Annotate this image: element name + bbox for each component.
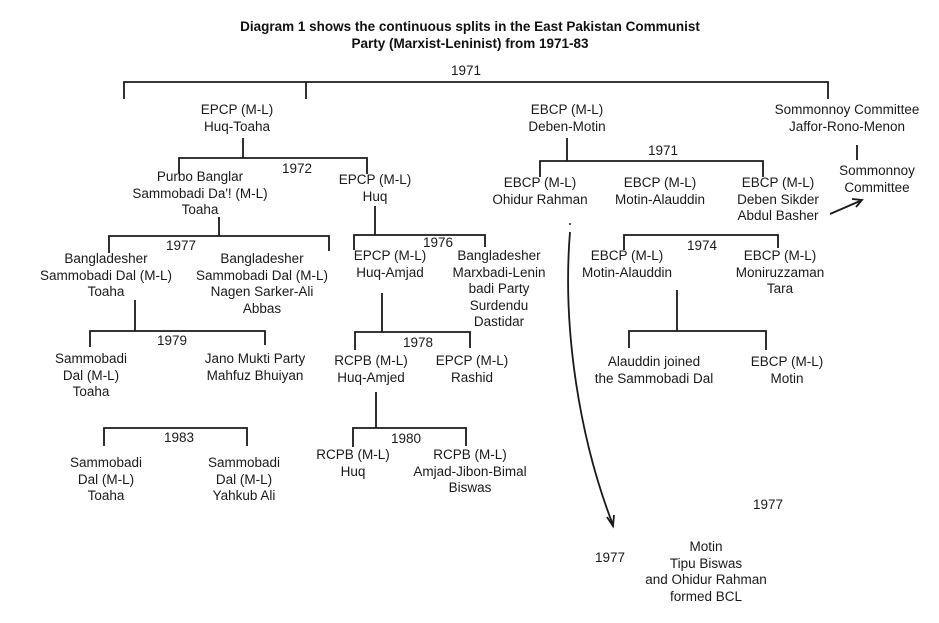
year-1980: 1980 xyxy=(390,431,422,446)
bracket-1972 xyxy=(178,157,368,174)
node-ebcp-motin: EBCP (M-L) Motin xyxy=(750,354,824,386)
node-epcp-huq-amjad: EPCP (M-L) Huq-Amjad xyxy=(353,248,427,280)
year-1977: 1977 xyxy=(165,238,197,253)
sikder-arrowhead xyxy=(851,198,864,208)
node-epcp-huq: EPCP (M-L) Huq xyxy=(338,172,412,204)
diagram-title: Diagram 1 shows the continuous splits in… xyxy=(200,18,740,52)
node-bcl-formed: Motin Tipu Biswas and Ohidur Rahman form… xyxy=(645,539,767,604)
bracket-1974 xyxy=(623,234,779,250)
year-1972: 1972 xyxy=(281,161,313,176)
node-ebcp-moniruzzaman: EBCP (M-L) Moniruzzaman Tara xyxy=(735,248,825,296)
year-1974: 1974 xyxy=(686,238,718,253)
node-sommonnoy-jaffor: Sommonnoy Committee Jaffor-Rono-Menon xyxy=(774,102,920,134)
node-rcpb-huq-amjed: RCPB (M-L) Huq-Amjed xyxy=(334,353,408,385)
root-bracket xyxy=(123,81,829,99)
node-purbo-banglar: Purbo Banglar Sammobadi Da'! (M-L) Toaha xyxy=(132,169,268,217)
node-bd-marxbadi: Bangladesher Marxbadi-Lenin badi Party S… xyxy=(452,248,546,329)
node-rcpb-huq: RCPB (M-L) Huq xyxy=(316,447,390,479)
title-line-2: Party (Marxist-Leninist) from 1971-83 xyxy=(351,36,589,51)
node-ebcp-deben-motin: EBCP (M-L) Deben-Motin xyxy=(528,102,606,134)
bracket-1980 xyxy=(352,427,467,447)
year-1978: 1978 xyxy=(402,335,434,350)
node-bd-sammobadi-toaha: Bangladesher Sammobadi Dal (M-L) Toaha xyxy=(39,251,173,299)
node-alauddin-joined: Alauddin joined the Sammobadi Dal xyxy=(594,354,714,386)
node-sammobadi-toaha-1979: Sammobadi Dal (M-L) Toaha xyxy=(54,351,128,399)
node-ebcp-deben-sikder: EBCP (M-L) Deben Sikder Abdul Basher xyxy=(737,175,819,223)
node-sammobadi-toaha-1983: Sammobadi Dal (M-L) Toaha xyxy=(69,455,143,503)
year-1976: 1976 xyxy=(422,235,454,250)
bracket-1979 xyxy=(89,330,266,347)
ohidur-bcl-curve xyxy=(567,231,614,526)
year-bcl-left-1977: 1977 xyxy=(594,550,626,565)
ohidur-bcl-arrowhead xyxy=(606,514,615,529)
node-bd-sammobadi-nagen: Bangladesher Sammobadi Dal (M-L) Nagen S… xyxy=(195,251,329,316)
sikder-arrow-line xyxy=(829,200,861,215)
node-ebcp-motin-alauddin-1: EBCP (M-L) Motin-Alauddin xyxy=(614,175,706,207)
node-epcp-rashid: EPCP (M-L) Rashid xyxy=(435,353,509,385)
bracket-1978 xyxy=(354,331,471,350)
node-ebcp-ohidur: EBCP (M-L) Ohidur Rahman xyxy=(492,175,588,207)
year-1983: 1983 xyxy=(163,430,195,445)
node-rcpb-amjad-jibon: RCPB (M-L) Amjad-Jibon-Bimal Biswas xyxy=(413,447,527,495)
bracket-1983 xyxy=(103,427,248,446)
year-root-1971: 1971 xyxy=(450,63,482,78)
bracket-alauddin xyxy=(628,330,767,350)
node-ebcp-motin-alauddin-2: EBCP (M-L) Motin-Alauddin xyxy=(581,248,673,280)
bracket-1977 xyxy=(108,235,330,253)
node-epcp-huq-toaha: EPCP (M-L) Huq-Toaha xyxy=(200,102,274,134)
year-1979: 1979 xyxy=(156,333,188,348)
title-line-1: Diagram 1 shows the continuous splits in… xyxy=(240,19,700,34)
node-sommonnoy-committee: Sommonnoy Committee xyxy=(839,163,915,195)
year-bcl-right-1977: 1977 xyxy=(752,497,784,512)
year-ebcp-1971: 1971 xyxy=(647,143,679,158)
bracket-ebcp-1971 xyxy=(539,160,764,177)
bracket-1976 xyxy=(353,234,486,250)
node-jano-mukti: Jano Mukti Party Mahfuz Bhuiyan xyxy=(204,351,306,383)
node-sammobadi-yahkub: Sammobadi Dal (M-L) Yahkub Ali xyxy=(207,455,281,503)
